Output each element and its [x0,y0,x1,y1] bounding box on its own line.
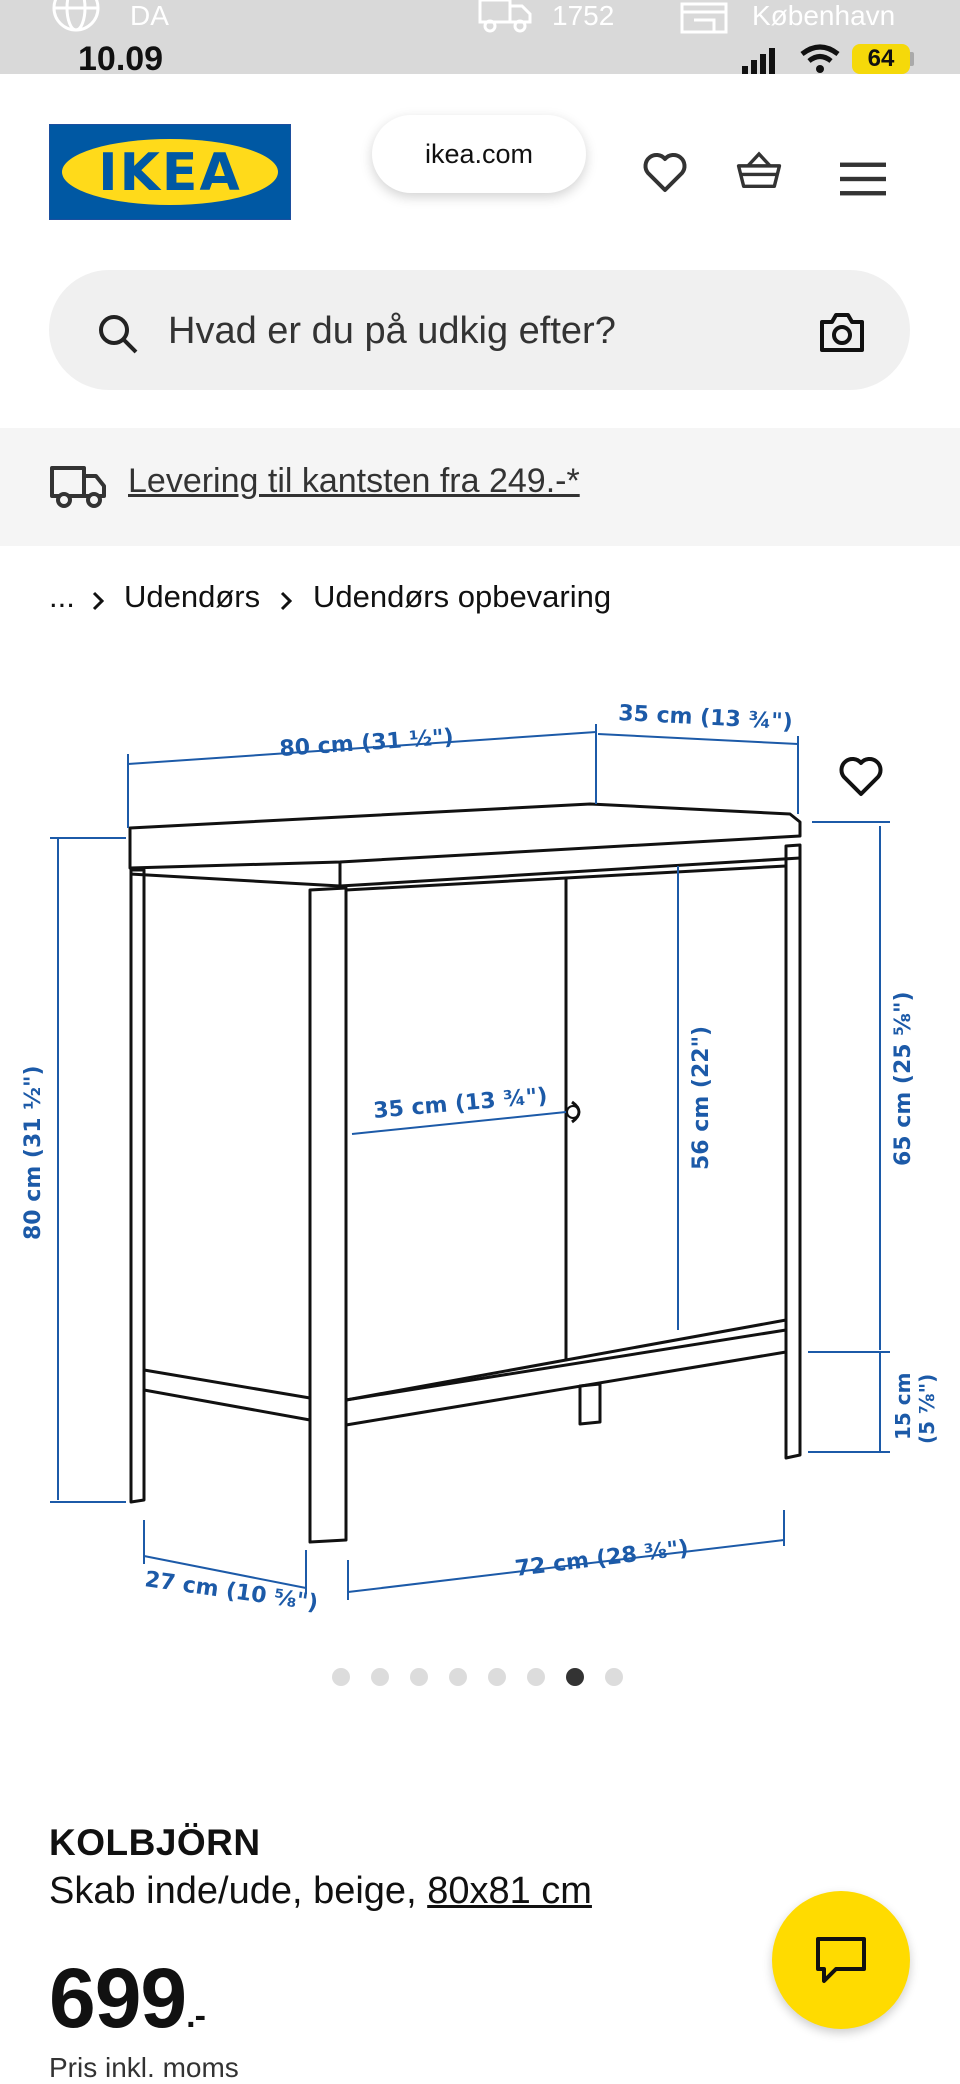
truck-icon [478,0,532,33]
carousel-dot[interactable] [449,1668,467,1686]
search-input[interactable]: Hvad er du på udkig efter? [168,310,616,352]
product-description: Skab inde/ude, beige, 80x81 cm [49,1870,592,1913]
carousel-dot[interactable] [332,1668,350,1686]
carousel-dot-active[interactable] [566,1668,584,1686]
delivery-link[interactable]: Levering til kantsten fra 249.-* [128,462,580,500]
language-label: DA [130,0,169,31]
search-bar[interactable] [49,270,910,390]
product-description-text: Skab inde/ude, beige, [49,1870,428,1912]
breadcrumb-item-outdoor[interactable]: Udendørs [124,579,261,614]
dim-body-height-label: 65 cm (25 ⅝") [891,991,916,1166]
price-suffix: .- [186,1997,206,2035]
postal-code-label: 1752 [552,0,615,31]
dim-leg-height-inch-label: (5 ⅞") [915,1374,939,1444]
dim-inner-height-label: 56 cm (22") [689,1026,714,1170]
product-name: KOLBJÖRN [49,1822,261,1863]
carousel-dot[interactable] [371,1668,389,1686]
carousel-dot[interactable] [527,1668,545,1686]
heart-icon[interactable] [642,150,688,196]
chat-icon [816,1937,866,1983]
dim-leg-height-label: 15 cm [891,1373,915,1441]
dim-height-label: 80 cm (31 ½") [21,1065,46,1240]
dim-depth-top-label: 35 cm (13 ¾") [618,701,794,735]
chevron-right-icon [92,591,104,611]
signal-icon [742,48,775,74]
carousel-dot[interactable] [488,1668,506,1686]
breadcrumb-item-outdoor-storage[interactable]: Udendørs opbevaring [313,579,612,614]
status-bar: DA 1752 København 10.09 64 [0,0,960,78]
menu-icon[interactable] [840,156,886,202]
breadcrumb-ellipsis[interactable]: ... [49,579,75,614]
carousel-dot[interactable] [605,1668,623,1686]
wifi-icon [800,44,840,73]
battery-tip [910,52,914,66]
dim-base-width-label: 72 cm (28 ⅜") [514,1536,690,1582]
store-location-label: København [752,0,896,31]
camera-icon[interactable] [818,310,866,354]
search-icon [99,315,138,354]
product-dimension-image[interactable]: 80 cm (31 ½") 35 cm (13 ¾") 80 cm (31 ½"… [0,680,960,1640]
store-icon [680,2,728,34]
truck-icon [50,466,106,508]
chat-button[interactable] [772,1891,910,2029]
dim-width-label: 80 cm (31 ½") [279,725,455,762]
carousel-dots [332,1668,632,1688]
globe-icon [52,0,100,32]
battery-indicator: 64 [852,44,910,74]
basket-icon[interactable] [736,148,782,194]
logo-oval [62,139,278,205]
chevron-right-icon [280,591,292,611]
carousel-dot[interactable] [410,1668,428,1686]
price-value: 699 [49,1951,187,2045]
url-bar[interactable]: ikea.com [372,115,586,193]
price-note: Pris inkl. moms [49,2052,239,2083]
logo-text: IKEA [98,143,242,203]
favorite-heart-icon[interactable] [838,754,884,798]
dim-inner-depth-label: 35 cm (13 ¾") [372,1084,548,1124]
ikea-logo[interactable]: IKEA [49,124,291,220]
delivery-banner [0,428,960,546]
product-size-link[interactable]: 80x81 cm [427,1870,592,1912]
dim-base-depth-label: 27 cm (10 ⅝") [143,1567,319,1616]
status-time: 10.09 [78,40,164,78]
product-price: 699.- [49,1950,206,2047]
